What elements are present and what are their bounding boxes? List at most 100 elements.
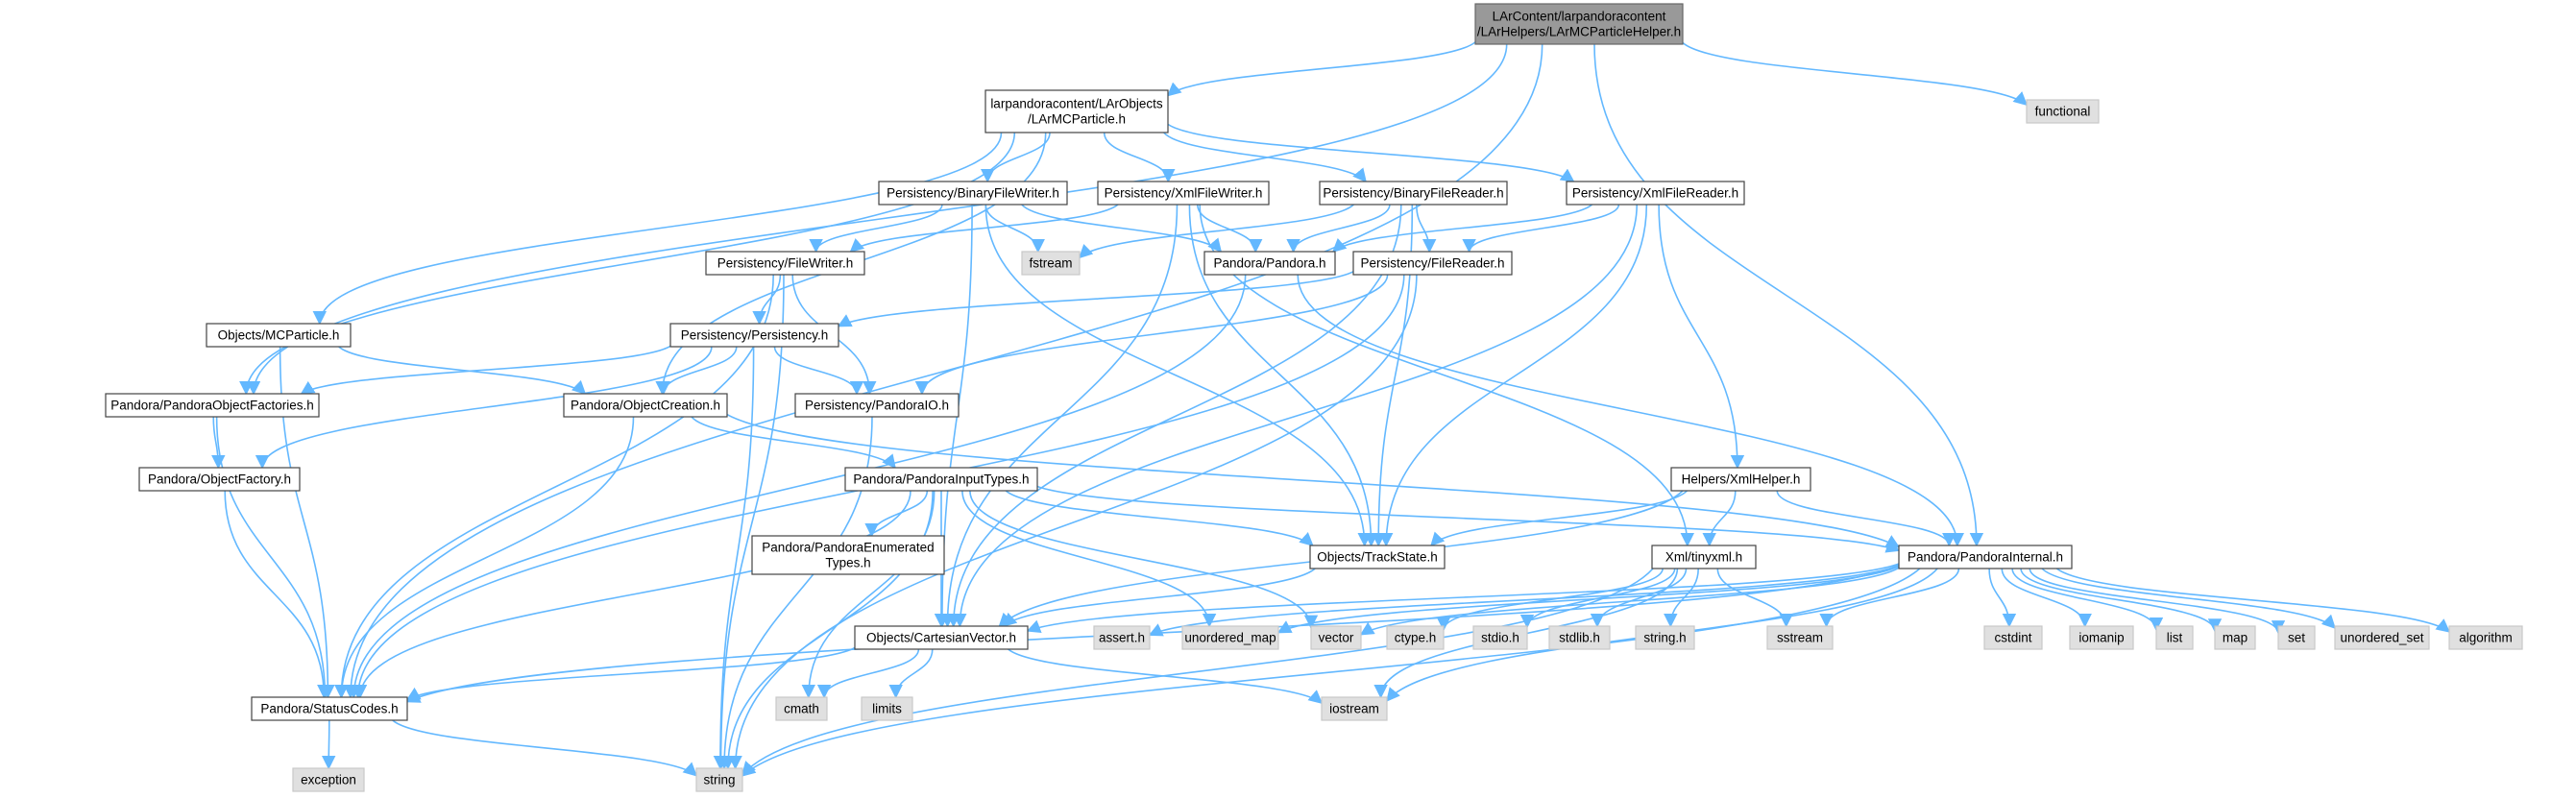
node-label: Xml/tinyxml.h bbox=[1665, 550, 1742, 565]
edge-binaryfilereader-to-pandora bbox=[1286, 204, 1391, 254]
node-box bbox=[1548, 625, 1611, 650]
node-stringh: string.h bbox=[1635, 625, 1695, 650]
node-label: iomanip bbox=[2078, 631, 2124, 645]
node-label: Objects/CartesianVector.h bbox=[866, 631, 1016, 645]
node-xmlfilewriter[interactable]: Persistency/XmlFileWriter.h bbox=[1097, 181, 1270, 206]
node-box bbox=[1181, 625, 1279, 650]
node-objectfactory[interactable]: Pandora/ObjectFactory.h bbox=[138, 467, 301, 492]
edge-tinyxml-to-stdlib bbox=[1590, 568, 1688, 628]
node-box bbox=[854, 625, 1029, 650]
node-inputtypes[interactable]: Pandora/PandoraInputTypes.h bbox=[844, 467, 1038, 492]
node-label: Persistency/BinaryFileWriter.h bbox=[887, 186, 1059, 201]
edge-inputtypes-to-trackstate bbox=[1005, 490, 1314, 546]
edge-binaryfilewriter-to-fstream bbox=[984, 204, 1045, 254]
node-filereader[interactable]: Persistency/FileReader.h bbox=[1352, 251, 1513, 276]
node-box bbox=[1021, 251, 1081, 276]
node-objectcreation[interactable]: Pandora/ObjectCreation.h bbox=[563, 393, 728, 418]
edge-objectfactories-to-objectfactory bbox=[211, 416, 226, 470]
edge-pandorainternal-to-sstream bbox=[1819, 568, 1960, 628]
node-cartesianvector[interactable]: Objects/CartesianVector.h bbox=[854, 625, 1029, 650]
node-set: set bbox=[2277, 625, 2316, 650]
node-label: cstdint bbox=[1994, 631, 2031, 645]
edge-xmlfilereader-to-filereader bbox=[1462, 204, 1620, 254]
edge-filewriter-to-statuscodes bbox=[334, 274, 774, 699]
edge-xmlfilereader-to-trackstate bbox=[1379, 204, 1648, 547]
edge-root-to-pandorainternal bbox=[1593, 43, 1984, 547]
node-binaryfilewriter[interactable]: Persistency/BinaryFileWriter.h bbox=[878, 181, 1068, 206]
node-pandora[interactable]: Pandora/Pandora.h bbox=[1203, 251, 1336, 276]
edge-tinyxml-to-string bbox=[741, 568, 1654, 776]
node-larmcparticle[interactable]: larpandoracontent/LArObjects/LArMCPartic… bbox=[984, 89, 1169, 133]
node-box bbox=[1566, 181, 1745, 206]
edge-tinyxml-to-iostream bbox=[1373, 568, 1679, 699]
edge-filereader-to-string bbox=[728, 274, 1418, 770]
edge-xmlfilereader-to-pandora bbox=[1331, 204, 1593, 253]
node-label: algorithm bbox=[2459, 631, 2513, 645]
node-pandorainternal[interactable]: Pandora/PandoraInternal.h bbox=[1898, 545, 2073, 569]
node-label: /LArMCParticle.h bbox=[1028, 112, 1126, 127]
edge-inputtypes-to-vector bbox=[969, 490, 1319, 630]
node-label: fstream bbox=[1029, 256, 1072, 271]
node-label: Persistency/FileReader.h bbox=[1360, 256, 1504, 271]
node-xmlhelper[interactable]: Helpers/XmlHelper.h bbox=[1670, 467, 1811, 492]
node-label: unordered_map bbox=[1184, 631, 1276, 645]
edge-xmlhelper-to-tinyxml bbox=[1702, 490, 1737, 547]
node-label: Objects/MCParticle.h bbox=[218, 328, 340, 343]
node-list: list bbox=[2155, 625, 2194, 650]
node-box bbox=[2277, 625, 2316, 650]
edge-larmcparticle-to-binaryfilereader bbox=[1163, 132, 1367, 183]
node-ctype: ctype.h bbox=[1386, 625, 1445, 650]
node-binaryfilereader[interactable]: Persistency/BinaryFileReader.h bbox=[1319, 181, 1508, 206]
node-label: Pandora/StatusCodes.h bbox=[260, 702, 398, 716]
node-box bbox=[984, 89, 1169, 133]
edge-pandorainternal-to-algorithm bbox=[2055, 568, 2451, 633]
node-box bbox=[1352, 251, 1513, 276]
node-label: exception bbox=[301, 773, 356, 787]
node-pandoraio[interactable]: Persistency/PandoraIO.h bbox=[794, 393, 960, 418]
node-trackstate[interactable]: Objects/TrackState.h bbox=[1309, 545, 1446, 569]
edge-filereader-to-persistency bbox=[837, 271, 1354, 327]
node-box bbox=[878, 181, 1068, 206]
node-mcparticle[interactable]: Objects/MCParticle.h bbox=[206, 323, 352, 348]
node-statuscodes[interactable]: Pandora/StatusCodes.h bbox=[251, 696, 408, 721]
node-label: stdlib.h bbox=[1559, 631, 1600, 645]
node-unordered_map: unordered_map bbox=[1181, 625, 1279, 650]
node-label: iostream bbox=[1329, 702, 1379, 716]
node-label: ctype.h bbox=[1395, 631, 1437, 645]
edge-cartesianvector-to-cmath bbox=[816, 648, 920, 699]
node-box bbox=[1651, 545, 1757, 569]
edge-pandorainternal-to-map bbox=[2020, 568, 2223, 633]
node-cstdint: cstdint bbox=[1983, 625, 2043, 650]
node-label: vector bbox=[1319, 631, 1354, 645]
node-filewriter[interactable]: Persistency/FileWriter.h bbox=[705, 251, 865, 276]
node-tinyxml[interactable]: Xml/tinyxml.h bbox=[1651, 545, 1757, 569]
node-box bbox=[1203, 251, 1336, 276]
node-box bbox=[1766, 625, 1834, 650]
node-sstream: sstream bbox=[1766, 625, 1834, 650]
node-box bbox=[1474, 3, 1684, 45]
edge-inputtypes-to-cmath bbox=[801, 490, 936, 699]
node-label: Helpers/XmlHelper.h bbox=[1682, 472, 1801, 487]
node-persistency[interactable]: Persistency/Persistency.h bbox=[669, 323, 839, 348]
node-box bbox=[251, 696, 408, 721]
edge-pandora-to-pandorainternal bbox=[1297, 274, 1964, 547]
node-xmlfilereader[interactable]: Persistency/XmlFileReader.h bbox=[1566, 181, 1745, 206]
edge-persistency-to-objectfactories bbox=[300, 345, 671, 395]
edge-binaryfilewriter-to-pandora bbox=[1021, 204, 1223, 254]
nodes-layer: LArContent/larpandoracontent/LArHelpers/… bbox=[105, 3, 2523, 792]
node-fstream: fstream bbox=[1021, 251, 1081, 276]
node-label: Pandora/PandoraInternal.h bbox=[1908, 550, 2063, 565]
node-box bbox=[1319, 181, 1508, 206]
node-objectfactories[interactable]: Pandora/PandoraObjectFactories.h bbox=[105, 393, 320, 418]
edge-root-to-larmcparticle bbox=[1166, 41, 1476, 97]
edge-inputtypes-to-enumtypes bbox=[864, 490, 929, 538]
node-root[interactable]: LArContent/larpandoracontent/LArHelpers/… bbox=[1474, 3, 1684, 45]
node-box bbox=[1472, 625, 1528, 650]
node-box bbox=[1983, 625, 2043, 650]
edge-persistency-to-pandoraio bbox=[773, 346, 864, 396]
node-label: Persistency/PandoraIO.h bbox=[805, 399, 949, 413]
node-exception: exception bbox=[292, 767, 365, 792]
edge-root-to-statuscodes bbox=[343, 43, 1543, 699]
